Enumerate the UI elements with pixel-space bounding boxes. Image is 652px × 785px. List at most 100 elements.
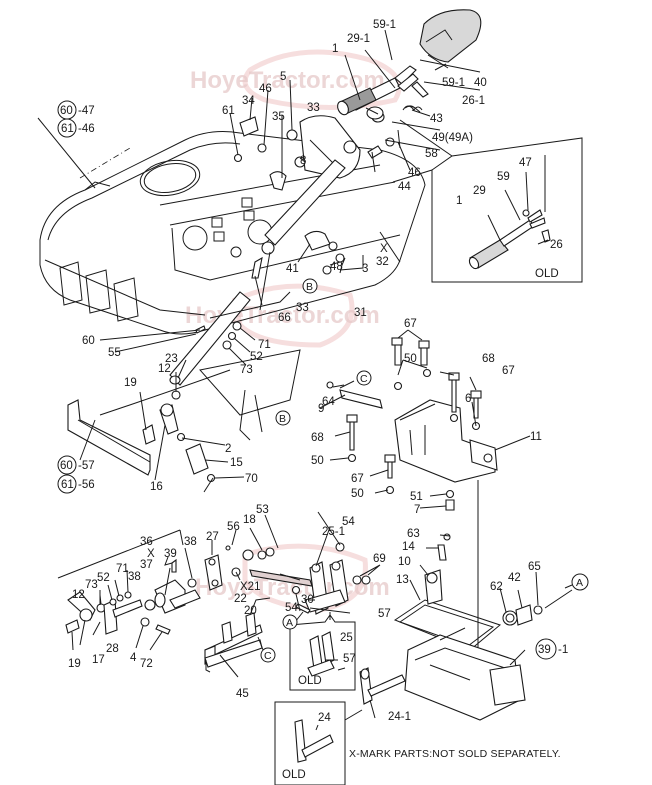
lift-arm-bracket: OLD [289, 542, 371, 691]
part-label: 42 [508, 572, 521, 584]
svg-text:A: A [286, 617, 293, 629]
part-label: 50 [311, 455, 324, 467]
connector-a-right[interactable]: A [571, 573, 589, 591]
svg-text:39: 39 [538, 644, 551, 656]
part-label: 26 [550, 239, 563, 251]
part-label: 68 [311, 432, 324, 444]
hood-panel [39, 131, 426, 335]
part-label: 44 [398, 181, 411, 193]
part-label: 34 [242, 95, 255, 107]
svg-text:-56: -56 [78, 479, 95, 491]
part-label: 52 [97, 572, 110, 584]
part-label: X [380, 243, 388, 255]
ref-61-56: 61 -56 [57, 474, 95, 494]
part-label: 60 [82, 335, 95, 347]
part-label: 22 [234, 593, 247, 605]
part-label: 12 [72, 589, 85, 601]
lower-linkage [57, 529, 313, 665]
part-label: 57 [343, 653, 356, 665]
part-label: 23 [165, 353, 178, 365]
part-label: 2 [225, 443, 231, 455]
inset-old-label: OLD [298, 675, 322, 687]
connector-b-mid[interactable]: B [275, 410, 291, 426]
part-label: 70 [245, 473, 258, 485]
svg-text:60: 60 [60, 460, 73, 472]
part-label: 66 [278, 312, 291, 324]
part-label: 29 [473, 185, 486, 197]
ref-61-46: 61 -46 [57, 118, 95, 138]
part-label: 67 [404, 318, 417, 330]
part-label: 59 [497, 171, 510, 183]
svg-text:B: B [306, 281, 313, 293]
part-label: 58 [425, 148, 438, 160]
part-label: 64 [322, 396, 335, 408]
part-label: 25 [340, 632, 353, 644]
part-label: 73 [240, 364, 253, 376]
part-label: 38 [184, 536, 197, 548]
svg-text:61: 61 [61, 479, 74, 491]
link-rod-assembly [67, 291, 301, 483]
part-label: 52 [250, 351, 263, 363]
lift-cover [359, 533, 573, 721]
part-label: 59-1 [442, 77, 465, 89]
part-label: 28 [106, 643, 119, 655]
part-label: 59-1 [373, 19, 396, 31]
part-label: 17 [92, 654, 105, 666]
svg-text:-1: -1 [558, 644, 568, 656]
ref-60-47: 60 -47 [57, 100, 95, 120]
svg-text:-46: -46 [78, 123, 95, 135]
connector-c-low[interactable]: C [260, 647, 276, 663]
part-label: 48 [330, 261, 343, 273]
part-label: 72 [140, 658, 153, 670]
part-label: 25-1 [322, 526, 345, 538]
part-label: 50 [351, 488, 364, 500]
part-label: 54 [342, 516, 355, 528]
valve-housing [326, 337, 498, 670]
svg-text:61: 61 [61, 123, 74, 135]
part-label: 1 [456, 195, 462, 207]
part-label: 3 [362, 263, 368, 275]
part-label: 57 [378, 608, 391, 620]
part-label: 49(49A) [432, 132, 473, 144]
part-label: X21 [240, 581, 260, 593]
svg-text:A: A [576, 577, 583, 589]
connector-c-mid[interactable]: C [356, 370, 372, 386]
x-mark-footnote: X-MARK PARTS:NOT SOLD SEPARATELY. [349, 748, 561, 760]
part-label: 54 [285, 602, 298, 614]
part-label: 32 [376, 256, 389, 268]
connector-b-top[interactable]: B [302, 278, 318, 294]
part-label: 7 [414, 504, 420, 516]
part-label: 20 [244, 605, 257, 617]
part-label: 68 [482, 353, 495, 365]
part-label: X [147, 548, 155, 560]
part-label: 61 [222, 105, 235, 117]
part-label: 45 [236, 688, 249, 700]
inset-old-label: OLD [535, 268, 559, 280]
part-label: 50 [404, 353, 417, 365]
part-label: 12 [158, 363, 171, 375]
part-label: 27 [206, 531, 219, 543]
part-label: 43 [430, 113, 443, 125]
part-label: 13 [396, 574, 409, 586]
part-label: 24 [318, 712, 331, 724]
part-label: 19 [124, 377, 137, 389]
part-label: 1 [332, 43, 338, 55]
part-label: 65 [528, 561, 541, 573]
part-label: 15 [230, 457, 243, 469]
part-label: 14 [402, 541, 415, 553]
leader-lines [37, 29, 549, 731]
ref-60-57: 60 -57 [57, 455, 95, 475]
part-label: 8 [300, 155, 306, 167]
part-label: 46 [259, 83, 272, 95]
part-label: 18 [243, 514, 256, 526]
svg-text:60: 60 [60, 105, 73, 117]
part-label: 10 [398, 556, 411, 568]
part-label: 37 [140, 559, 153, 571]
part-label: 30 [301, 594, 314, 606]
connector-a-mid[interactable]: A [282, 614, 298, 630]
part-label: 46 [408, 167, 421, 179]
inset-old-lever: OLD [392, 119, 583, 283]
part-label: 26-1 [462, 95, 485, 107]
svg-text:HoyeTractor.com: HoyeTractor.com [190, 67, 385, 94]
part-label: 51 [410, 491, 423, 503]
